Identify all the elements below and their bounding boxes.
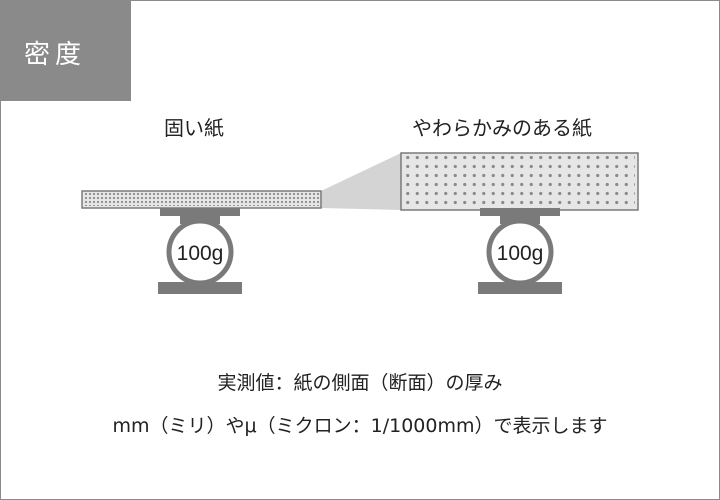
- hard-paper-sheet: [81, 190, 322, 209]
- soft-scale-weight: 100g: [497, 242, 544, 265]
- diagram-title: 密度: [24, 40, 87, 70]
- scale-base: [158, 282, 242, 294]
- soft-paper-label: やわらかみのある紙: [412, 116, 592, 140]
- scale-platform: [480, 208, 560, 216]
- soft-paper-sheet: [400, 152, 639, 211]
- scale-dial: [486, 218, 554, 286]
- caption-line-2: mm（ミリ）やμ（ミクロン：1/1000mm）で表示します: [112, 415, 608, 437]
- title-box: 密度: [0, 0, 131, 101]
- hard-paper-label: 固い紙: [164, 116, 224, 140]
- hard-scale-weight: 100g: [177, 242, 224, 265]
- soft-paper-scale: 100g: [478, 208, 562, 294]
- zoom-wedge: [321, 153, 401, 210]
- scale-platform: [160, 208, 240, 216]
- scale-dial: [166, 218, 234, 286]
- hard-paper-scale: 100g: [158, 208, 242, 294]
- scale-base: [478, 282, 562, 294]
- caption-line-1: 実測値：紙の側面（断面）の厚み: [217, 372, 503, 394]
